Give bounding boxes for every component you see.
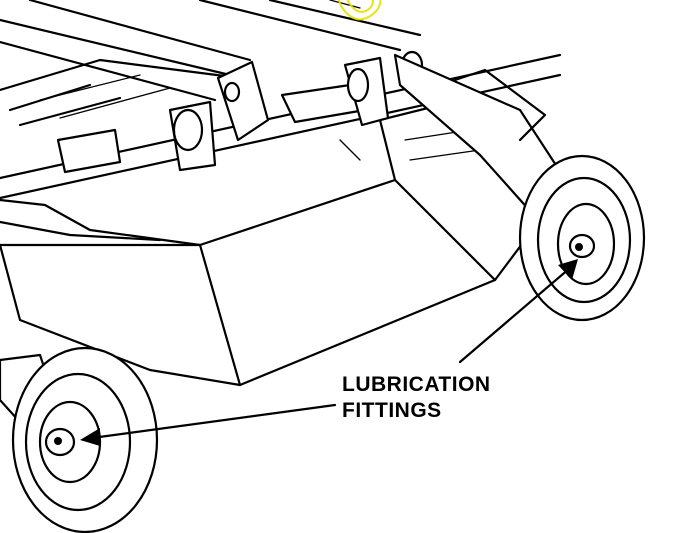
deck-frame xyxy=(0,0,422,127)
lubrication-fittings-label: LUBRICATION FITTINGS xyxy=(342,372,491,424)
left-arrowhead xyxy=(80,428,100,446)
callout-leaders xyxy=(80,259,578,446)
callout-line-1: LUBRICATION xyxy=(342,373,491,396)
callout-line-2: FITTINGS xyxy=(342,399,442,422)
right-wheel-assembly xyxy=(393,53,646,322)
hitch-brackets xyxy=(56,56,390,174)
left-wheel-assembly xyxy=(0,346,159,533)
right-arrowhead xyxy=(558,259,578,280)
